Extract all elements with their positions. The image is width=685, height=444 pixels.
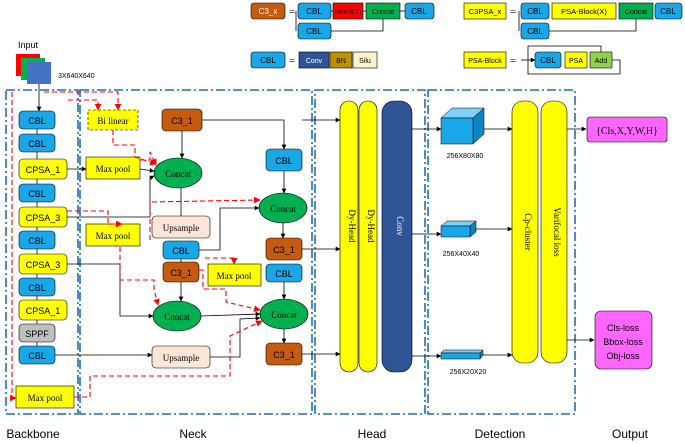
maxpool-2: Max pool	[96, 231, 131, 241]
input-size: 3X640X640	[58, 73, 95, 80]
svg-text:256X20X20: 256X20X20	[450, 369, 487, 376]
concat-3: Concat	[270, 204, 296, 214]
label-output: Output	[612, 427, 649, 441]
input-image-stack: Input 3X640X640	[16, 40, 95, 84]
svg-text:PSA: PSA	[569, 58, 583, 65]
output-cls-loss: Cls-loss	[607, 323, 640, 333]
legend-psa-block: PSA-Block = CBL PSA Add	[463, 45, 621, 75]
svg-text:=: =	[289, 6, 295, 18]
svg-text:Concat: Concat	[372, 9, 394, 16]
feature-map-20: 256X20X20	[440, 349, 487, 376]
feature-map-80: 256X80X80	[440, 107, 485, 160]
svg-text:CBL: CBL	[527, 7, 543, 16]
svg-text:Add: Add	[595, 58, 608, 65]
bilinear-block: Bi linear	[97, 116, 128, 126]
legend-c3x-label: C3_x	[259, 7, 278, 16]
svg-text:256X40X40: 256X40X40	[443, 251, 480, 258]
svg-text:=: =	[289, 55, 295, 67]
legend-cbl: CBL = Conv BN Silu	[250, 51, 378, 69]
input-label: Input	[18, 40, 39, 50]
backbone-cbl-6: CBL	[28, 351, 46, 361]
svg-text:=: =	[510, 55, 516, 67]
section-borders	[5, 89, 576, 415]
backbone-cpsa-1b: CPSA_1	[26, 306, 61, 316]
svg-text:CBL: CBL	[540, 56, 556, 65]
backbone-cbl-3: CBL	[28, 189, 46, 199]
legend-c3psa: C3PSA_x = CBL PSA-Block(X) Concat CBL CB…	[463, 2, 683, 40]
backbone: CBL CBL CPSA_1 CBL CPSA_3 CBL CPSA_3 CBL…	[18, 84, 68, 365]
neck-c3-r1: C3_1	[273, 245, 295, 255]
dyhead-2: Dy-Head	[366, 210, 376, 243]
output-box-format: {Cls,X,Y,W,H}	[596, 126, 658, 137]
svg-text:CBL: CBL	[411, 7, 427, 16]
backbone-sppf: SPPF	[25, 329, 49, 339]
head: Dy-Head Dy-Head Conv	[339, 100, 442, 373]
output-bbox-loss: Bbox-loss	[603, 337, 643, 347]
upsample-2: Upsample	[163, 353, 200, 363]
svg-text:Silu: Silu	[359, 58, 371, 65]
maxpool-1: Max pool	[96, 164, 131, 174]
varifocal-loss: Varifocal loss	[552, 207, 562, 257]
concat-1: Concat	[165, 169, 191, 179]
svg-text:256X80X80: 256X80X80	[447, 153, 484, 160]
svg-text:=: =	[510, 6, 516, 18]
neck-cbl-r2: CBL	[275, 269, 293, 279]
neck-cbl-r1: CBL	[275, 156, 293, 166]
svg-text:Block(X): Block(X)	[335, 9, 361, 16]
concat-4: Concat	[271, 310, 297, 320]
output: {Cls,X,Y,W,H} Cls-loss Bbox-loss Obj-los…	[586, 116, 668, 370]
section-labels: Backbone Neck Head Detection Output	[6, 427, 648, 441]
upsample-1: Upsample	[163, 223, 200, 233]
svg-text:Concat: Concat	[625, 9, 647, 16]
cp-cluster: Cp-cluster	[523, 213, 533, 251]
backbone-cpsa-3b: CPSA_3	[26, 260, 61, 270]
svg-text:C3PSA_x: C3PSA_x	[469, 7, 502, 16]
svg-text:BN: BN	[336, 58, 346, 65]
svg-text:CBL: CBL	[660, 7, 676, 16]
label-detection: Detection	[475, 427, 526, 441]
backbone-cbl-4: CBL	[28, 236, 46, 246]
svg-text:CBL: CBL	[527, 27, 543, 36]
svg-text:PSA-Block: PSA-Block	[468, 58, 502, 65]
backbone-cbl-5: CBL	[28, 283, 46, 293]
svg-text:PSA-Block(X): PSA-Block(X)	[561, 7, 607, 16]
neck-c3-mid: C3_1	[170, 268, 192, 278]
neck-cbl-up: CBL	[172, 246, 190, 256]
neck-c3-top: C3_1	[171, 116, 193, 126]
backbone-cbl-1: CBL	[28, 116, 46, 126]
concat-2: Concat	[164, 312, 190, 322]
svg-text:CBL: CBL	[306, 7, 322, 16]
backbone-cpsa-3a: CPSA_3	[26, 213, 61, 223]
label-head: Head	[358, 427, 387, 441]
maxpool-3: Max pool	[217, 271, 252, 281]
legend-c3x: C3_x = CBL Block(X) Concat CBL CBL	[250, 2, 435, 40]
conv-block: Conv	[395, 216, 405, 236]
svg-text:Conv: Conv	[306, 58, 323, 65]
neck-c3-r2: C3_1	[273, 350, 295, 360]
svg-text:CBL: CBL	[306, 27, 322, 36]
label-neck: Neck	[179, 427, 207, 441]
label-backbone: Backbone	[6, 427, 60, 441]
svg-text:CBL: CBL	[260, 56, 276, 65]
backbone-cpsa-1: CPSA_1	[26, 165, 61, 175]
output-obj-loss: Obj-loss	[606, 351, 640, 361]
neck: Bi linear Max pool Max pool Max pool Max…	[10, 91, 341, 409]
dyhead-1: Dy-Head	[347, 210, 357, 243]
detection: 256X80X80 256X40X40 256X20X20 Cp-cluster…	[440, 100, 595, 376]
maxpool-4: Max pool	[28, 393, 63, 403]
feature-map-40: 256X40X40	[440, 220, 480, 258]
backbone-cbl-2: CBL	[28, 139, 46, 149]
